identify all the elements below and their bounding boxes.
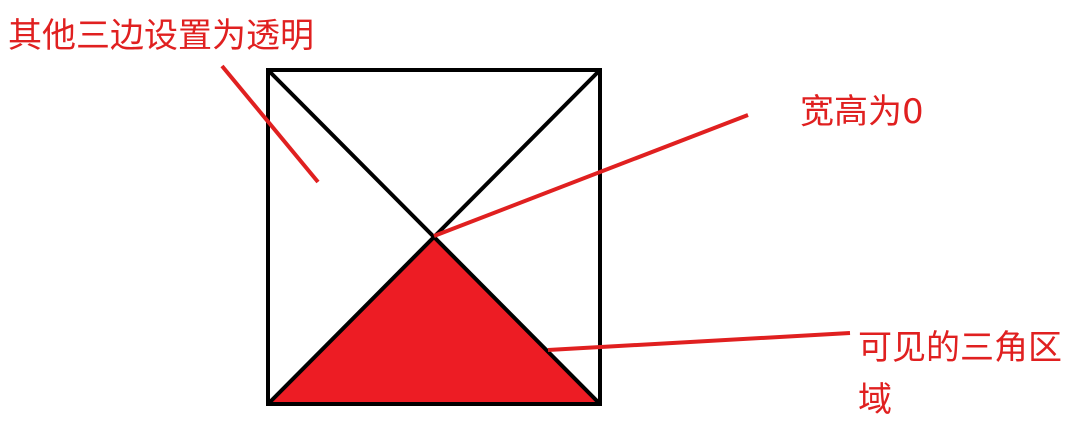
element-box bbox=[266, 68, 602, 406]
annotation-zero-size: 宽高为0 bbox=[800, 92, 924, 132]
visible-triangle-area bbox=[268, 236, 600, 404]
diagonal-line-right bbox=[266, 68, 602, 406]
pointer-line-zero-size bbox=[433, 113, 749, 238]
annotation-transparent-sides: 其他三边设置为透明 bbox=[8, 16, 314, 56]
pointer-line-visible-triangle bbox=[547, 331, 851, 352]
pointer-line-transparent-sides bbox=[220, 64, 320, 184]
annotation-visible-triangle: 可见的三角区域 bbox=[858, 328, 1062, 420]
